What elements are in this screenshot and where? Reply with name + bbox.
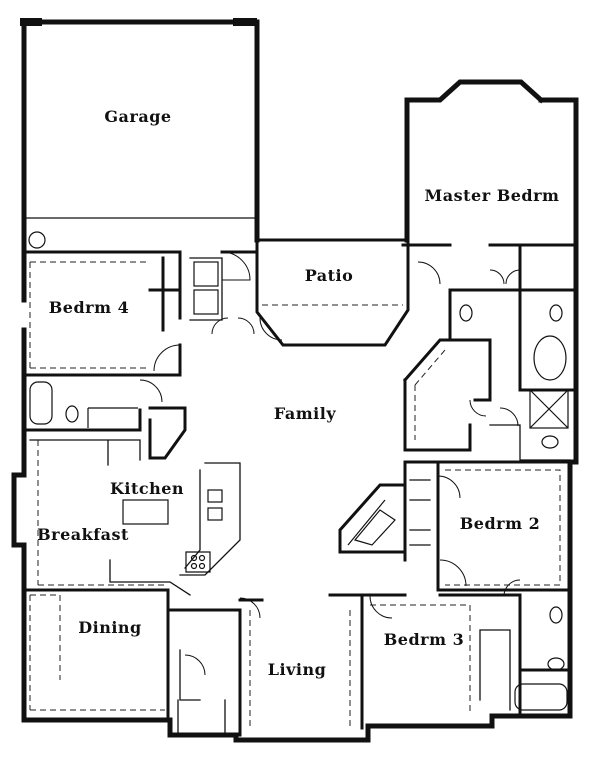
doors bbox=[139, 251, 521, 676]
room-label-kitchen: Kitchen bbox=[110, 479, 184, 498]
room-label-living: Living bbox=[268, 660, 327, 679]
room-labels: Garage Master Bedrm Patio Bedrm 4 Family… bbox=[37, 107, 559, 679]
room-label-breakfast: Breakfast bbox=[37, 525, 129, 544]
room-label-bedrm-4: Bedrm 4 bbox=[49, 298, 129, 317]
room-label-master-bedrm: Master Bedrm bbox=[425, 186, 560, 205]
exterior-walls bbox=[11, 18, 579, 743]
room-label-family: Family bbox=[274, 404, 336, 423]
room-label-garage: Garage bbox=[104, 107, 171, 126]
interior-walls bbox=[22, 217, 578, 737]
room-label-patio: Patio bbox=[305, 266, 354, 285]
room-label-bedrm-3: Bedrm 3 bbox=[384, 630, 464, 649]
room-label-bedrm-2: Bedrm 2 bbox=[460, 514, 540, 533]
room-label-dining: Dining bbox=[78, 618, 141, 637]
